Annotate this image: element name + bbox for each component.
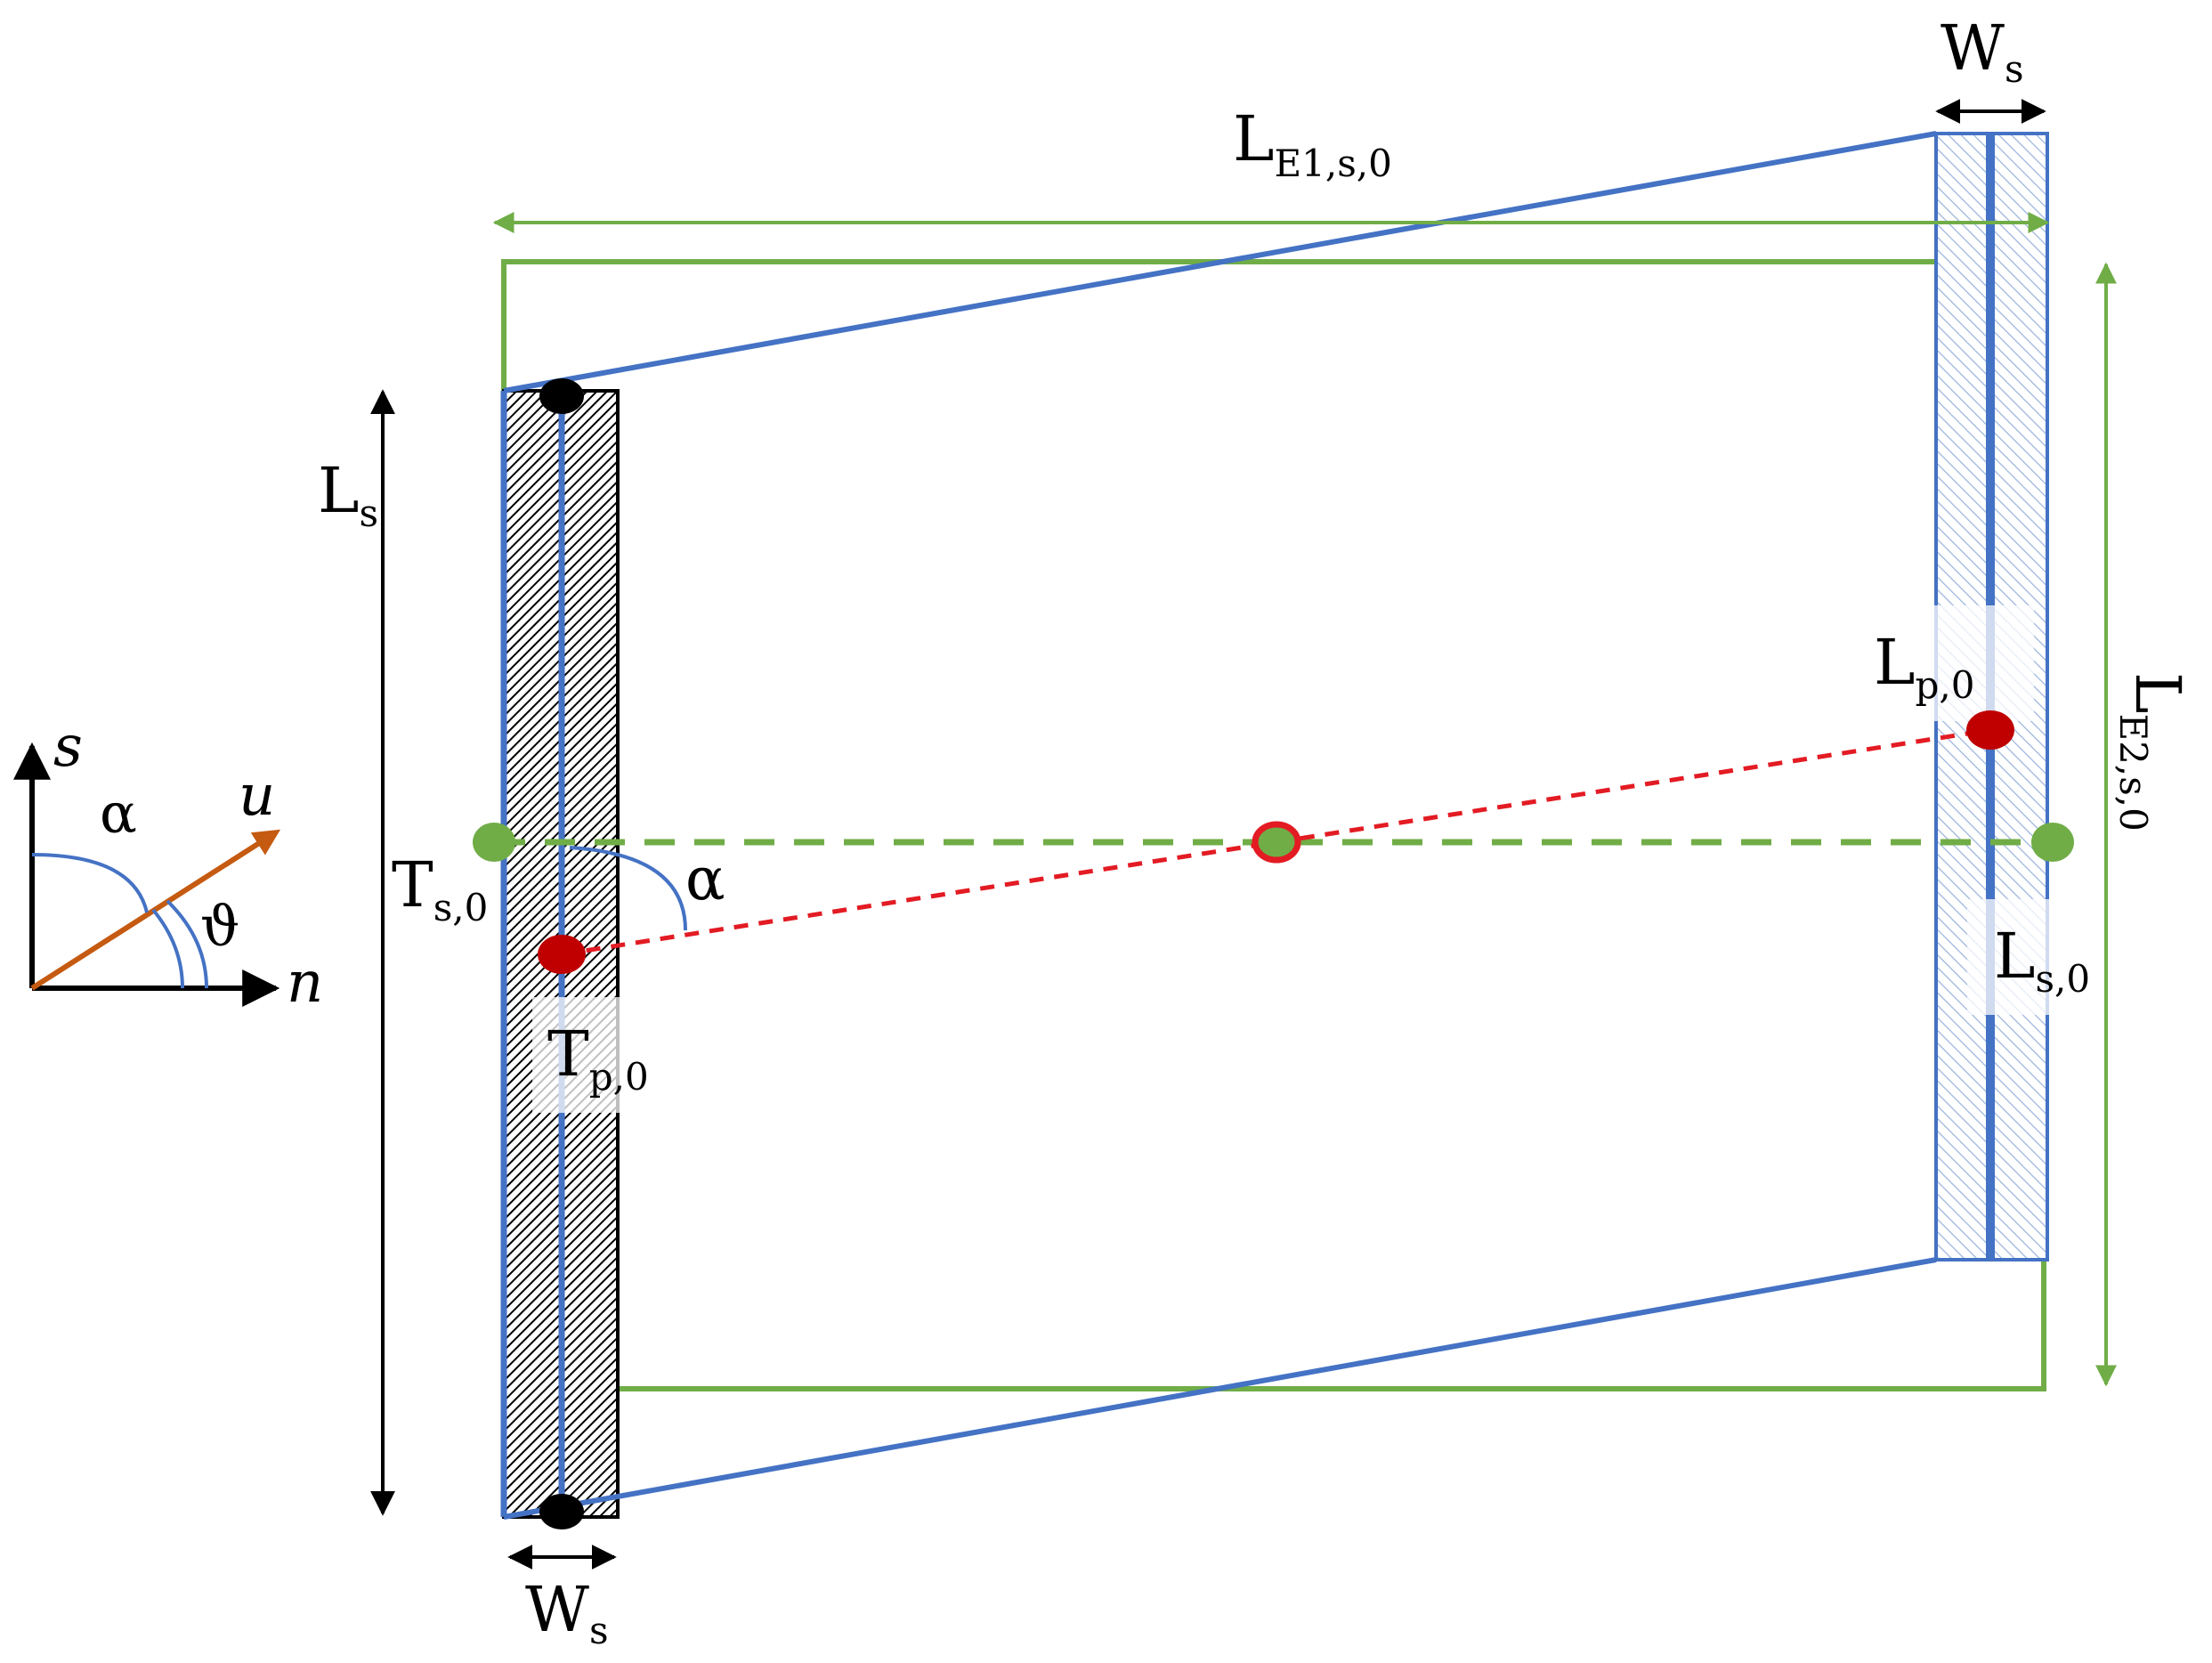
alpha-mid-label: α: [685, 845, 725, 913]
right-green-marker: [2031, 823, 2074, 862]
alpha-axes-label: α: [100, 781, 137, 846]
top-pivot-marker: [539, 378, 584, 414]
lp0-label-bg: [1865, 605, 2034, 721]
s-axis-label: s: [53, 714, 83, 780]
alpha-arc-mid: [569, 846, 687, 931]
left-green-marker: [473, 823, 515, 862]
ts0-label: Ts,0: [392, 848, 488, 929]
ws-bottom-label: Ws: [525, 1573, 609, 1652]
theta-arc-inner: [151, 908, 184, 989]
u-axis-label: u: [239, 763, 275, 829]
bottom-pivot-marker: [539, 1494, 584, 1529]
lp0-label: Lp,0: [1874, 626, 1974, 707]
alpha-arc-axes: [31, 853, 149, 913]
ls0-label-bg: [1967, 899, 2119, 1015]
n-axis-label: n: [287, 950, 323, 1016]
tp0-label-bg: [532, 997, 621, 1113]
le2-label: LE2,s,0: [2111, 672, 2194, 832]
right-red-marker: [1966, 710, 2014, 750]
lower-blue-link: [503, 1257, 1937, 1520]
ls-left-label: Ls: [318, 454, 378, 535]
tp0-label: Tp,0: [547, 1018, 649, 1099]
ws-top-label: Ws: [1941, 12, 2024, 91]
theta-axes-label: ϑ: [200, 894, 239, 959]
coordinate-axes: [12, 742, 281, 1007]
center-ring-marker: [1252, 821, 1301, 864]
left-red-marker: [538, 935, 586, 974]
theta-arc-outer: [166, 899, 208, 989]
le1-label: LE1,s,0: [1233, 102, 1392, 185]
upper-blue-link: [503, 131, 1937, 393]
ls0-label: Ls,0: [1994, 920, 2090, 1001]
